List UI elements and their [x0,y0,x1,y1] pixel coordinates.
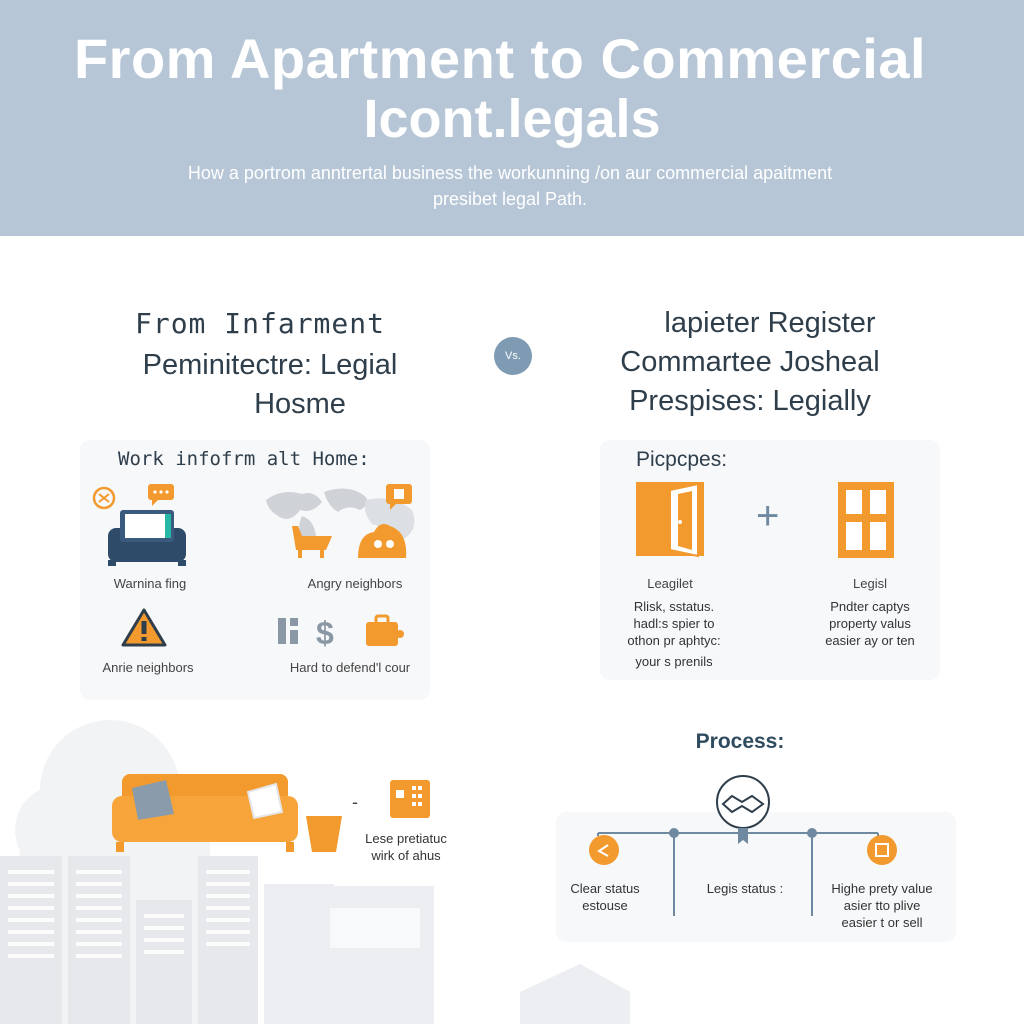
right-item-1-label: Leagilet [647,576,693,591]
process-step-3-line3: easier t or sell [841,915,923,930]
process-step-3-line2: asier tto plive [843,898,921,913]
process-step-2-line1: Legis status : [706,881,784,896]
process-step-3: Highe prety value asier tto plive easier… [820,880,944,931]
right-section-label: Picpcpes: [636,448,728,471]
arrow-icon [589,835,619,865]
plus-sign: + [756,494,780,538]
right-heading-line1: lapieter Register [664,307,876,339]
building-doc-icon [390,780,430,818]
process-title: Process: [695,730,785,753]
right-item-2-line1: Pndter captys [830,599,910,614]
subtitle-line1: How a portrom anntrertal business the wo… [187,163,833,183]
right-item-2-line2: property valus [829,616,911,631]
money-icon: $ [278,614,404,651]
right-item-1-line4: your s prenils [635,654,713,669]
right-item-1-line3: othon pr aphtyc: [627,633,721,648]
process-step-1-line1: Clear status [570,881,640,896]
left-heading-line1: From Infarment [134,307,385,340]
left-item-1-label: Warnina fing [113,576,187,591]
left-card [80,440,430,700]
bottom-dash: - [352,792,358,812]
bottom-left-text: Lese pretiatuc wirk of ahus [356,830,456,864]
world-map-icon [266,484,415,558]
left-item-3-label: Anrie neighbors [102,660,194,675]
right-item-1-line1: Rlisk, sstatus. [633,599,715,614]
document-icon [867,835,897,865]
page-title-line1: From Apartment to Commercial [73,27,927,90]
city-skyline-background [0,720,630,1024]
right-card [600,440,940,680]
sofa-laptop-icon [92,484,186,566]
right-item-1-line2: hadl:s spier to [633,616,715,631]
right-item-2-text: Pndter captys property valus easier ay o… [800,598,940,649]
left-item-4-label: Hard to defend'l cour [289,660,411,675]
left-section-label: Work infofrm alt Home: [118,448,370,470]
process-step-3-line1: Highe prety value [831,881,933,896]
bottom-left-line1: Lese pretiatuc [365,831,447,846]
vs-badge: Vs. [494,337,532,375]
right-item-2-line3: easier ay or ten [825,633,915,648]
subtitle-line2: presibet legal Path. [432,189,588,209]
process-step-2: Legis status : [690,880,800,897]
right-item-2-label: Legisl [853,576,887,591]
svg-text:$: $ [316,615,334,651]
warning-icon [121,608,167,647]
bottom-left-line2: wirk of ahus [371,848,441,863]
process-diagram [597,775,879,916]
left-heading-sub: Peminitectre: Legial Hosme [80,346,460,424]
right-heading-line2: Commartee Josheal [620,346,880,378]
page-title-line2: Icont.legals [363,89,661,149]
sofa-icon [112,774,342,852]
window-icon [838,482,894,558]
left-item-2-label: Angry neighbors [307,576,403,591]
left-heading-line3: Hosme [254,388,346,420]
door-icon [636,482,704,558]
left-heading-line2: Peminitectre: Legial [142,349,398,381]
right-heading: lapieter Register Commartee Josheal Pres… [590,304,910,421]
header-banner: From Apartment to Commercial Icont.legal… [0,0,1024,236]
page-subtitle: How a portrom anntrertal business the wo… [100,160,920,212]
right-heading-line3: Prespises: Legially [629,385,871,417]
process-step-1: Clear status estouse [550,880,660,914]
right-item-1-text: Rlisk, sstatus. hadl:s spier to othon pr… [604,598,744,670]
process-step-1-line2: estouse [582,898,628,913]
